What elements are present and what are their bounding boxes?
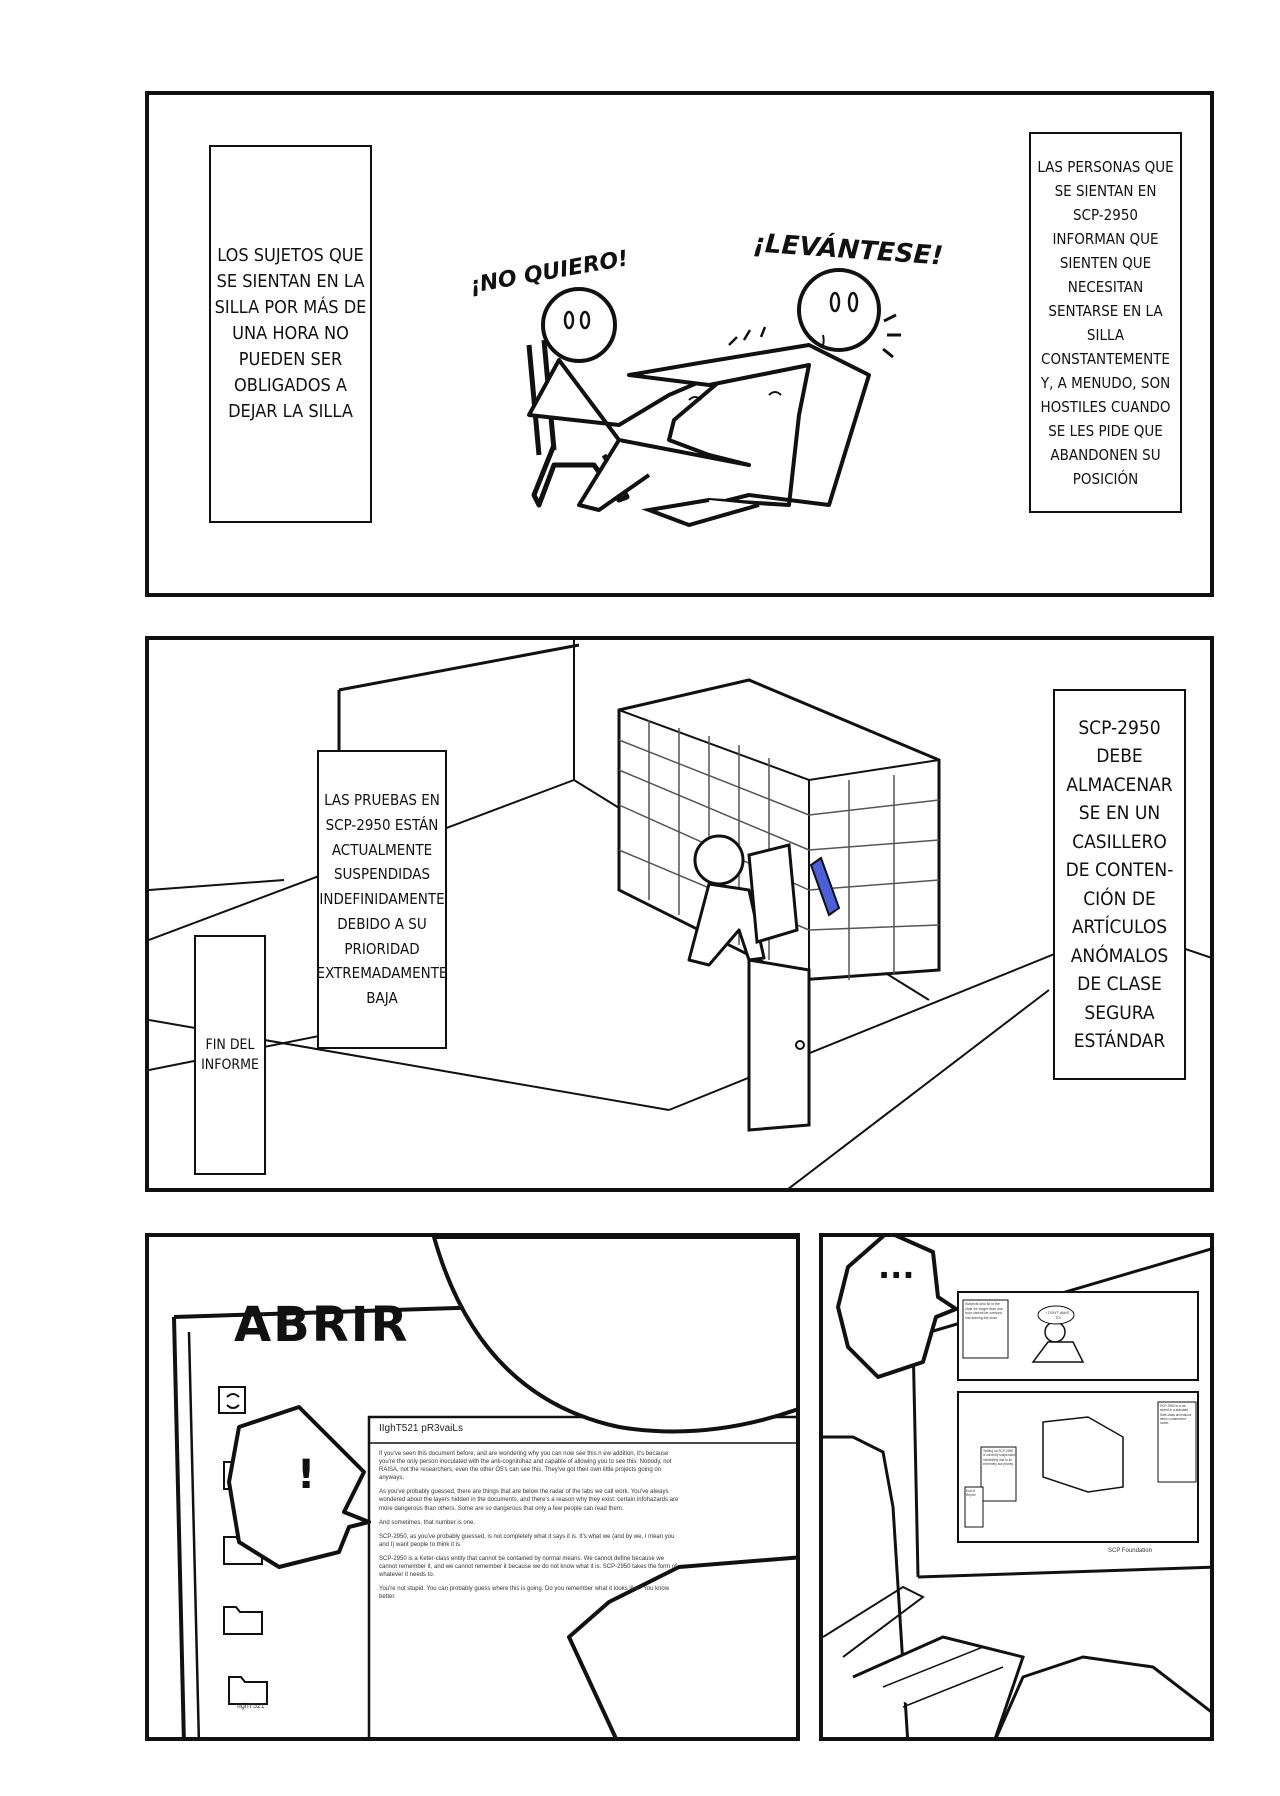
caption-text: SCP-2950 DEBE ALMACENAR SE EN UN CASILLE… <box>1065 716 1174 1053</box>
monitor-illustration <box>823 1237 1210 1737</box>
caption-text: LAS PERSONAS QUE SE SIENTAN EN SCP-2950 … <box>1037 157 1174 488</box>
doc-paragraph: If you've seen this document before, and… <box>379 1451 672 1482</box>
panel-storage-room: LAS PRUEBAS EN SCP-2950 ESTÁN ACTUALMENT… <box>145 636 1214 1192</box>
thumb-caption-end: End of Report <box>966 1489 976 1498</box>
thumb-caption-testing: Testing on SCP-2950 is currently suspend… <box>983 1449 1015 1466</box>
caption-text: LOS SUJETOS QUE SE SIENTAN EN LA SILLA P… <box>214 244 367 423</box>
caption-box-tests: LAS PRUEBAS EN SCP-2950 ESTÁN ACTUALMENT… <box>317 750 447 1049</box>
panel-monitor-view: ... Subjects who sit in the chair for lo… <box>819 1233 1214 1741</box>
document-body: If you've seen this document before, and… <box>375 1450 683 1607</box>
folder-label: IIghT521 <box>237 1703 265 1710</box>
caption-box-left: LOS SUJETOS QUE SE SIENTAN EN LA SILLA P… <box>209 145 372 523</box>
exclamation-mark: ! <box>297 1452 316 1498</box>
doc-paragraph: SCP-2950, as you've probably guessed, is… <box>379 1533 675 1548</box>
chair-struggle-illustration <box>526 268 901 528</box>
monitor-footer-text: SCP Foundation <box>1108 1548 1152 1554</box>
doc-paragraph: You're not stupid. You can probably gues… <box>379 1586 670 1601</box>
caption-text: FIN DEL INFORME <box>201 1036 259 1073</box>
panel-chair-refusal: LOS SUJETOS QUE SE SIENTAN EN LA SILLA P… <box>145 91 1214 597</box>
caption-box-right: LAS PERSONAS QUE SE SIENTAN EN SCP-2950 … <box>1029 132 1182 513</box>
sfx-abrir: ABRIR <box>234 1297 410 1353</box>
thumb-bubble-text: I DON'T WANT TO! <box>1046 1311 1070 1320</box>
doc-paragraph: SCP-2950 is a Keter-class entity that ca… <box>379 1555 677 1579</box>
thumb-caption-chairs: Subjects who sit in the chair for longer… <box>965 1302 1003 1321</box>
caption-text: LAS PRUEBAS EN SCP-2950 ESTÁN ACTUALMENT… <box>316 791 448 1008</box>
ellipsis-bubble-text: ... <box>878 1248 915 1286</box>
thumb-caption-storage: SCP-2950 is to be stored in a standard S… <box>1160 1404 1192 1426</box>
doc-paragraph: As you've probably guessed, there are th… <box>379 1489 679 1512</box>
panel-open-file: ABRIR ! IIghT521 IIghT521 pR3vaiLs If yo… <box>145 1233 800 1741</box>
document-title: IIghT521 pR3vaiLs <box>379 1423 463 1434</box>
caption-box-storage: SCP-2950 DEBE ALMACENAR SE EN UN CASILLE… <box>1053 689 1186 1080</box>
caption-box-end-of-report: FIN DEL INFORME <box>194 935 266 1175</box>
document-window[interactable]: IIghT521 pR3vaiLs If you've seen this do… <box>375 1423 796 1737</box>
doc-paragraph: And sometimes, that number is one. <box>379 1519 476 1526</box>
screen-closeup-illustration <box>172 1237 796 1737</box>
